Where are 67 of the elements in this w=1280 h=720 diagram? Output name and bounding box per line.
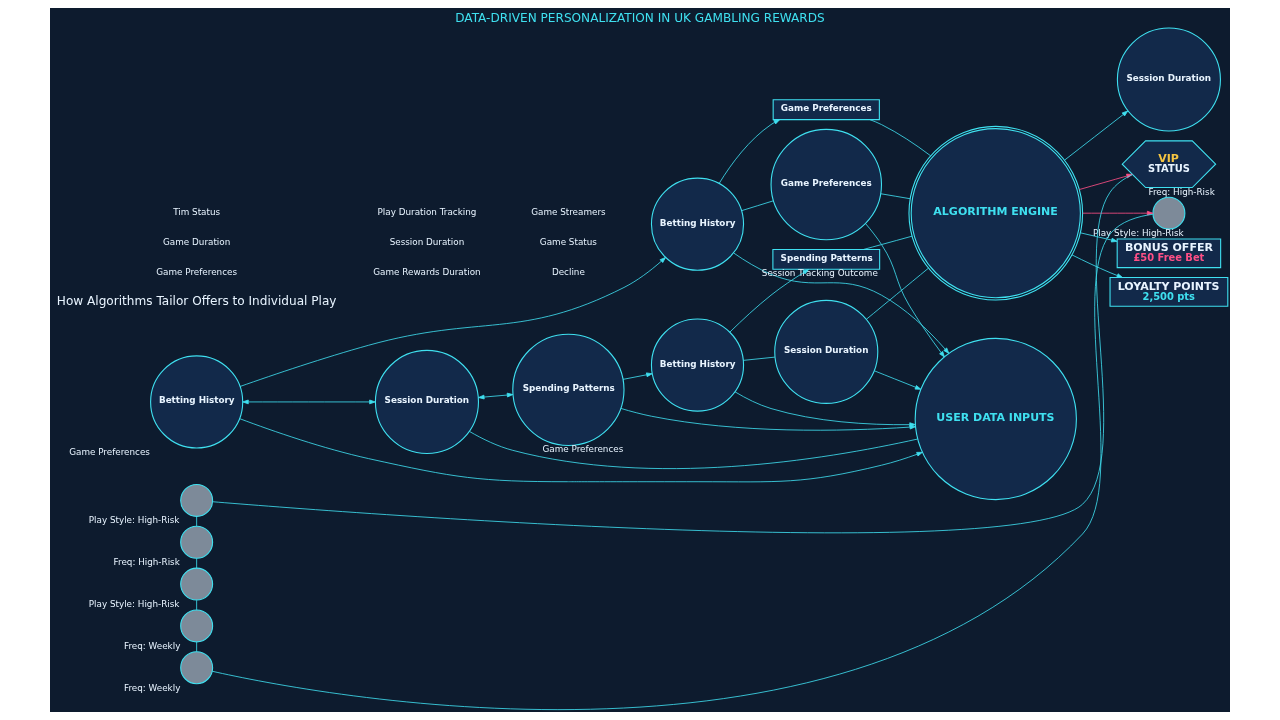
node-label: Freq: High-Risk xyxy=(1148,186,1215,197)
arrow xyxy=(729,269,810,333)
connector xyxy=(196,599,198,611)
connector xyxy=(196,516,198,527)
connector xyxy=(211,213,1154,710)
label: Decline xyxy=(551,266,585,277)
label: Game Streamers xyxy=(531,207,606,218)
connector xyxy=(196,641,198,653)
connector xyxy=(196,557,198,569)
node-circle xyxy=(180,609,214,643)
arrow xyxy=(620,408,916,431)
connector xyxy=(880,193,911,200)
connector xyxy=(863,235,913,250)
connector xyxy=(469,431,919,469)
node-circle xyxy=(180,651,214,685)
label: Session Duration xyxy=(389,236,465,247)
label: Game Preferences xyxy=(156,266,238,277)
arrow xyxy=(1064,110,1129,161)
label: Game Status xyxy=(539,236,597,247)
node-label: Session Tracking Outcome xyxy=(761,268,878,279)
node-circle: Spending Patterns xyxy=(512,333,625,446)
node-label: Freq: Weekly xyxy=(124,682,181,693)
connector xyxy=(869,119,931,157)
arrow xyxy=(478,392,514,400)
label: Tim Status xyxy=(173,207,221,218)
node-label: Play Style: High-Risk xyxy=(88,515,180,526)
node-label: Game Preferences xyxy=(542,444,624,455)
node-box: LOYALTY POINTS 2,500 pts xyxy=(1109,277,1229,307)
arrow xyxy=(242,399,376,405)
diagram-title: DATA-DRIVEN PERSONALIZATION IN UK GAMBLING REWARDS xyxy=(455,11,825,26)
node-circle: Betting History xyxy=(650,177,745,271)
node-circle: Session Duration xyxy=(774,299,879,404)
node-circle: Game Preferences xyxy=(770,128,883,241)
label: Game Rewards Duration xyxy=(373,266,481,277)
node-label: Freq: High-Risk xyxy=(113,557,180,568)
node-label: Game Preferences xyxy=(69,446,150,457)
arrow xyxy=(239,418,923,483)
arrow xyxy=(874,370,922,390)
node-label: Play Style: High-Risk xyxy=(1092,228,1184,239)
node-box: Game Preferences xyxy=(772,99,880,121)
label: Game Duration xyxy=(163,236,231,247)
arrow xyxy=(1082,210,1154,216)
node-label: Play Style: High-Risk xyxy=(88,599,180,610)
node-circle xyxy=(180,567,214,601)
arrow xyxy=(865,223,945,358)
node-circle xyxy=(180,525,214,559)
node-circle xyxy=(1152,196,1186,230)
arrow xyxy=(1071,254,1123,278)
node-circle: Session Duration xyxy=(374,349,480,454)
arrow xyxy=(622,372,653,380)
node-circle: Betting History xyxy=(650,318,745,412)
node-box: Spending Patterns xyxy=(772,248,881,270)
arrow xyxy=(239,257,666,387)
node-circle xyxy=(180,483,214,517)
label: Play Duration Tracking xyxy=(377,207,477,218)
node-circle: Betting History xyxy=(150,355,244,449)
arrow xyxy=(1079,232,1118,243)
node-box: BONUS OFFER £50 Free Bet xyxy=(1116,238,1222,269)
node-circle: Session Duration xyxy=(1116,27,1221,132)
connector xyxy=(743,356,776,361)
arrow xyxy=(733,252,950,354)
connector xyxy=(741,200,774,212)
arrow xyxy=(734,391,916,427)
arrow xyxy=(718,119,780,184)
node-label: Freq: Weekly xyxy=(124,640,181,651)
connector xyxy=(866,267,929,320)
label: How Algorithms Tailor Offers to Individual Play xyxy=(56,294,337,309)
